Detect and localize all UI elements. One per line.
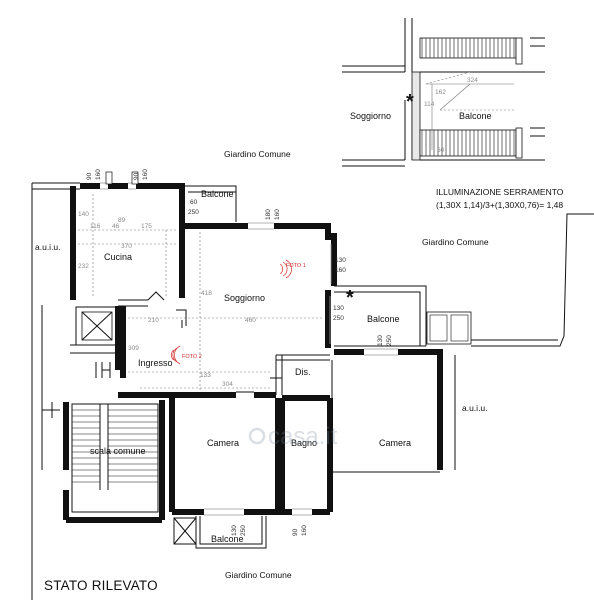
inner-dim-133: 133 (200, 372, 211, 379)
detail-balcone-label: Balcone (459, 111, 492, 121)
room-camera-left: Camera (207, 438, 239, 448)
room-balcone-right: Balcone (367, 314, 400, 324)
auiu-right: a.u.i.u. (462, 403, 488, 413)
inner-dim-309: 309 (128, 345, 139, 352)
dim-160-d: 160 (335, 267, 346, 274)
room-camera-right: Camera (379, 438, 411, 448)
dim-250-a: 250 (188, 209, 199, 216)
detail-dim-324: 324 (467, 77, 478, 84)
foto-2-marker: FOTO 2 (170, 345, 202, 365)
inner-dim-304: 304 (222, 381, 233, 388)
room-soggiorno: Soggiorno (224, 293, 265, 303)
window-detail: 324 162 114 60 Soggiorno Balcone * (342, 18, 545, 167)
inner-dim-140: 140 (78, 211, 89, 218)
inner-dimension-lines (78, 194, 324, 392)
watermark-text: casa.it (268, 423, 338, 450)
dim-130-b: 130 (333, 305, 344, 312)
detail-dim-114: 114 (424, 101, 435, 108)
room-bagno: Bagno (291, 438, 317, 448)
inner-dim-460: 460 (245, 317, 256, 324)
dim-90-a: 90 (86, 172, 93, 180)
stato-rilevato-title: STATO RILEVATO (44, 578, 158, 593)
inner-dim-232: 232 (78, 263, 89, 270)
room-balcone-top: Balcone (201, 189, 234, 199)
dim-250-d: 250 (240, 525, 247, 536)
dim-180: 180 (265, 209, 272, 220)
auiu-left: a.u.i.u. (35, 242, 61, 252)
dim-130-d: 130 (231, 525, 238, 536)
inner-dim-175: 175 (141, 223, 152, 230)
dim-90-b: 90 (133, 172, 140, 180)
dim-60: 60 (190, 199, 198, 206)
detail-soggiorno-label: Soggiorno (350, 111, 391, 121)
inner-dim-116: 116 (90, 223, 101, 230)
room-ingresso: Ingresso (138, 358, 173, 368)
inner-dim-370: 370 (121, 243, 132, 250)
dim-250-b: 250 (333, 315, 344, 322)
dim-160-c: 160 (274, 209, 281, 220)
room-balcone-bottom: Balcone (211, 534, 244, 544)
dim-160-a: 160 (95, 169, 102, 180)
plan-walls (31, 171, 594, 600)
inner-dim-89: 89 (118, 217, 126, 224)
foto-2-label: FOTO 2 (182, 354, 202, 360)
dim-160-b: 160 (142, 169, 149, 180)
dim-160-e: 160 (301, 525, 308, 536)
detail-dim-60: 60 (437, 147, 445, 154)
room-scala-comune: scala comune (90, 446, 146, 456)
plan-asterisk: * (346, 287, 354, 309)
giardino-comune-bottom: Giardino Comune (225, 570, 292, 580)
foto-1-marker: FOTO 1 (279, 259, 306, 279)
dim-250-c: 250 (386, 335, 393, 346)
illuminazione-title: ILLUMINAZIONE SERRAMENTO (436, 187, 564, 197)
dim-90-c: 90 (292, 528, 299, 536)
dim-130-a: 130 (335, 257, 346, 264)
inner-dim-46: 46 (112, 223, 120, 230)
giardino-comune-right: Giardino Comune (422, 237, 489, 247)
watermark: casa.it (248, 423, 338, 450)
room-cucina: Cucina (104, 252, 132, 262)
room-dis: Dis. (295, 367, 311, 377)
inner-dim-210: 210 (148, 317, 159, 324)
foto-1-label: FOTO 1 (286, 263, 306, 269)
inner-dim-418: 418 (201, 290, 212, 297)
illuminazione-formula: (1,30X 1,14)/3+(1,30X0,76)= 1,48 (436, 200, 563, 210)
detail-asterisk: * (406, 91, 414, 113)
dim-130-c: 130 (377, 335, 384, 346)
detail-dim-162: 162 (435, 89, 446, 96)
giardino-comune-top: Giardino Comune (224, 149, 291, 159)
